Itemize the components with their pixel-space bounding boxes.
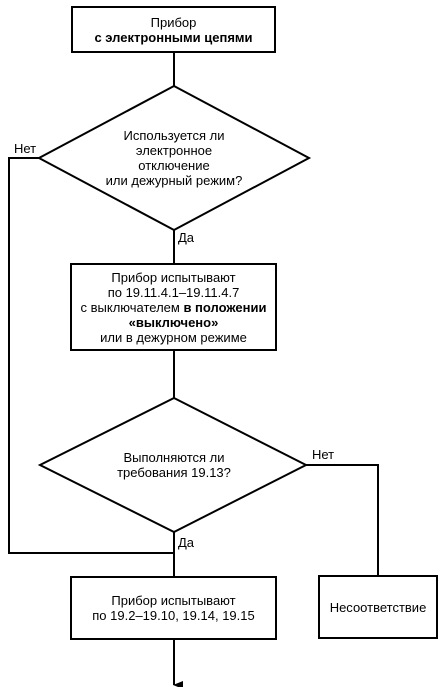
process1-box: Прибор испытывают по 19.11.4.1–19.11.4.7… — [70, 263, 277, 351]
decision2-line1: Выполняются ли — [123, 450, 225, 465]
decision2-line2: требования 19.13? — [117, 465, 231, 480]
process1-line3a: с выключателем — [80, 299, 184, 315]
decision1-yes-label: Да — [178, 230, 195, 245]
decision1-line2: электронное — [135, 143, 213, 158]
process1-line5: или в дежурном режиме — [100, 329, 247, 345]
start-line2: с электронными цепями — [94, 29, 253, 45]
decision2-text: Выполняются ли требования 19.13? — [84, 448, 264, 482]
process1-line4: «выключено» — [128, 314, 219, 330]
decision1-line4: или дежурный режим? — [105, 173, 243, 188]
decision1-text: Используется ли электронное отключение и… — [74, 126, 274, 190]
start-box: Прибор с электронными цепями — [71, 6, 276, 53]
process1-line2: по 19.11.4.1–19.11.4.7 — [107, 284, 240, 300]
nonconformity-text: Несоответствие — [329, 599, 427, 615]
process2-box: Прибор испытывают по 19.2–19.10, 19.14, … — [70, 576, 277, 640]
decision2-no-label: Нет — [312, 447, 335, 462]
process1-line1: Прибор испытывают — [111, 269, 236, 285]
start-line1: Прибор — [150, 14, 197, 30]
edge-decision1-no — [8, 157, 174, 554]
decision1-line1: Используется ли — [123, 128, 225, 143]
edge-decision2-no — [306, 464, 379, 575]
decision1-line3: отключение — [138, 158, 210, 173]
nonconformity-box: Несоответствие — [318, 575, 438, 639]
decision1-no-label: Нет — [14, 141, 37, 156]
process1-line3b: в положении — [183, 299, 267, 315]
process2-line1: Прибор испытывают — [111, 593, 236, 608]
process2-line2: по 19.2–19.10, 19.14, 19.15 — [92, 608, 255, 623]
decision2-yes-label: Да — [178, 535, 195, 550]
